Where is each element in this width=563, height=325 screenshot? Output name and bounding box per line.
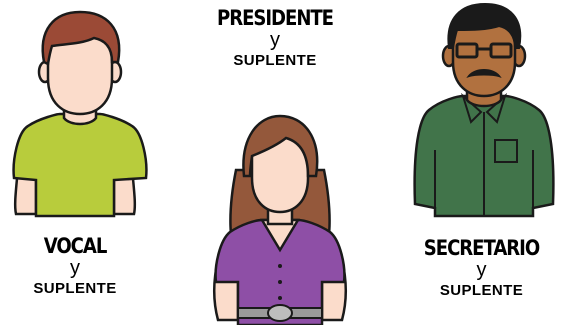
- vocal-caption: VOCAL y SUPLENTE: [0, 234, 150, 297]
- vocal-conjunction: y: [70, 257, 80, 279]
- vocal-alternate-label: SUPLENTE: [33, 280, 117, 297]
- secretary-person-icon: [413, 2, 555, 218]
- president-caption: PRESIDENTE y SUPLENTE: [195, 6, 355, 69]
- vocal-person-icon: [12, 10, 148, 218]
- secretary-caption: SECRETARIO y SUPLENTE: [400, 236, 563, 299]
- secretary-role-label: SECRETARIO: [423, 236, 540, 260]
- vocal-role-label: VOCAL: [43, 234, 108, 258]
- secretary-alternate-label: SUPLENTE: [439, 282, 524, 299]
- president-alternate-label: SUPLENTE: [233, 52, 317, 69]
- president-role-label: PRESIDENTE: [217, 6, 334, 30]
- president-conjunction: y: [270, 29, 280, 51]
- secretary-conjunction: y: [476, 259, 487, 281]
- president-person-icon: [213, 114, 347, 325]
